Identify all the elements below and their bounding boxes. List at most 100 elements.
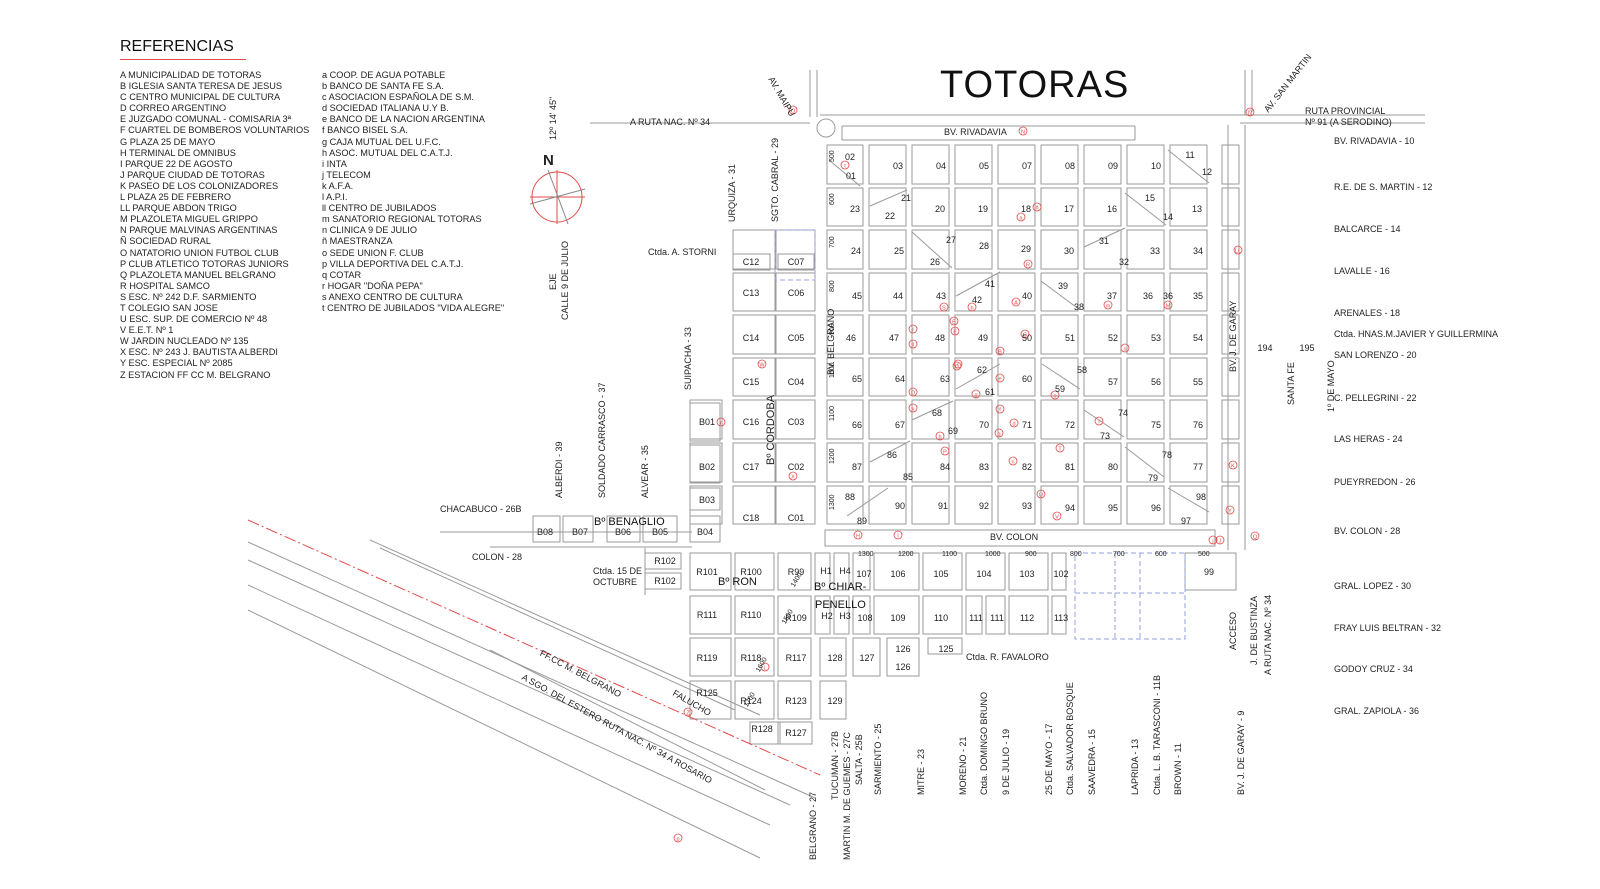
block bbox=[911, 442, 950, 483]
block bbox=[1083, 314, 1122, 355]
label-ruta34-down: A RUTA NAC. Nº 34 bbox=[1263, 594, 1273, 675]
poi-marker bbox=[952, 361, 962, 371]
block bbox=[868, 442, 907, 483]
poi-letter: p bbox=[676, 836, 679, 842]
block bbox=[1169, 485, 1208, 525]
block-number: C07 bbox=[787, 257, 805, 267]
block bbox=[734, 552, 775, 591]
street-size-label: 500 bbox=[1198, 551, 1210, 558]
poi-marker bbox=[1245, 107, 1255, 117]
block-number: 67 bbox=[894, 420, 905, 430]
block-number: 66 bbox=[851, 420, 862, 430]
block bbox=[1126, 144, 1165, 185]
poi-letter: W bbox=[759, 362, 765, 368]
block bbox=[1083, 229, 1122, 270]
block-number: R100 bbox=[740, 567, 762, 577]
block-number: 104 bbox=[976, 569, 992, 579]
diagonal-street bbox=[1167, 487, 1210, 513]
poi-letter: g bbox=[974, 392, 977, 398]
block bbox=[777, 253, 815, 271]
block bbox=[954, 399, 993, 440]
poi-marker bbox=[1250, 531, 1260, 541]
poi-marker bbox=[1020, 329, 1030, 339]
block-number: 81 bbox=[1064, 462, 1075, 472]
block bbox=[927, 637, 963, 655]
poi-letter: C bbox=[955, 364, 959, 370]
label-1-de-mayo: 1º DE MAYO bbox=[1326, 360, 1336, 412]
label-latitude: 12º 14' 45" bbox=[548, 96, 558, 140]
block-number: 01 bbox=[845, 171, 856, 181]
diagonal-street bbox=[911, 400, 954, 421]
diagonal-street bbox=[1083, 227, 1126, 248]
street-label: FRAY LUIS BELTRAN - 32 bbox=[1334, 623, 1442, 633]
street-label: MARTIN M. DE GUEMES - 27C bbox=[842, 732, 852, 860]
block-number: 75 bbox=[1150, 420, 1161, 430]
block-number: R123 bbox=[785, 696, 807, 706]
reference-item: d SOCIEDAD ITALIANA U.Y B. bbox=[322, 103, 449, 114]
block bbox=[532, 515, 561, 543]
block-number: 90 bbox=[894, 501, 905, 511]
block bbox=[689, 637, 732, 677]
block-number: 95 bbox=[1107, 503, 1118, 513]
poi-letter: F bbox=[953, 329, 957, 335]
block-number: 30 bbox=[1063, 246, 1074, 256]
block bbox=[775, 272, 816, 312]
block-number: 36 bbox=[1162, 291, 1173, 301]
block-number: 49 bbox=[977, 333, 988, 343]
street-label: R.E. DE S. MARTIN - 12 bbox=[1334, 182, 1433, 192]
block-number: 36 bbox=[1142, 291, 1153, 301]
block bbox=[1040, 357, 1079, 397]
block bbox=[1169, 314, 1208, 355]
block bbox=[1169, 229, 1208, 270]
block-number: 84 bbox=[939, 462, 950, 472]
block-number: 56 bbox=[1150, 377, 1161, 387]
block bbox=[1083, 144, 1122, 185]
reference-item: LL PARQUE ABDON TRIGO bbox=[120, 203, 237, 214]
poi-marker bbox=[935, 431, 945, 441]
block bbox=[1169, 187, 1208, 227]
block bbox=[777, 552, 812, 591]
reference-item: p VILLA DEPORTIVA DEL C.A.T.J. bbox=[322, 258, 464, 269]
block-number: R102 bbox=[654, 556, 676, 566]
block bbox=[732, 399, 776, 440]
block-number: 40 bbox=[1021, 291, 1032, 301]
reference-item: r HOGAR "DOÑA PEPA" bbox=[322, 280, 423, 291]
block-number: R118 bbox=[740, 653, 762, 663]
block bbox=[868, 314, 907, 355]
street-label: LAPRIDA - 13 bbox=[1130, 738, 1140, 795]
block-number: 04 bbox=[935, 161, 946, 171]
label-ruta91: RUTA PROVINCIAL bbox=[1305, 106, 1386, 116]
block-number: 37 bbox=[1106, 291, 1117, 301]
street-size-label: 1300 bbox=[858, 551, 874, 558]
block bbox=[777, 637, 812, 677]
diagonal-street bbox=[911, 231, 953, 269]
poi-marker bbox=[995, 346, 1005, 356]
diagonal-street bbox=[1083, 409, 1125, 438]
poi-marker bbox=[1008, 456, 1018, 466]
block-number: C06 bbox=[787, 288, 805, 298]
block bbox=[1126, 187, 1165, 227]
block-number: 31 bbox=[1098, 236, 1109, 246]
block-number: 05 bbox=[978, 161, 989, 171]
poi-marker bbox=[1163, 300, 1173, 310]
poi-marker bbox=[1052, 511, 1062, 521]
block-number: 125 bbox=[938, 644, 954, 654]
poi-marker bbox=[1225, 505, 1235, 515]
poi-letter: X bbox=[791, 474, 795, 480]
reference-item: ll CENTRO DE JUBILADOS bbox=[322, 203, 437, 214]
block-number: H2 bbox=[821, 611, 833, 621]
diagonal-street bbox=[1124, 192, 1167, 226]
block bbox=[689, 402, 721, 442]
block-number: 112 bbox=[1019, 613, 1035, 623]
poi-letter: E bbox=[952, 319, 956, 325]
block bbox=[965, 552, 1006, 591]
block-number: 77 bbox=[1192, 462, 1203, 472]
planned-blocks bbox=[774, 229, 1186, 640]
poi-letter: D bbox=[911, 390, 915, 396]
poi-letter: m bbox=[1106, 303, 1111, 309]
block bbox=[1040, 272, 1079, 312]
block bbox=[1126, 399, 1165, 440]
block-number: 72 bbox=[1064, 420, 1075, 430]
block bbox=[1169, 144, 1208, 185]
